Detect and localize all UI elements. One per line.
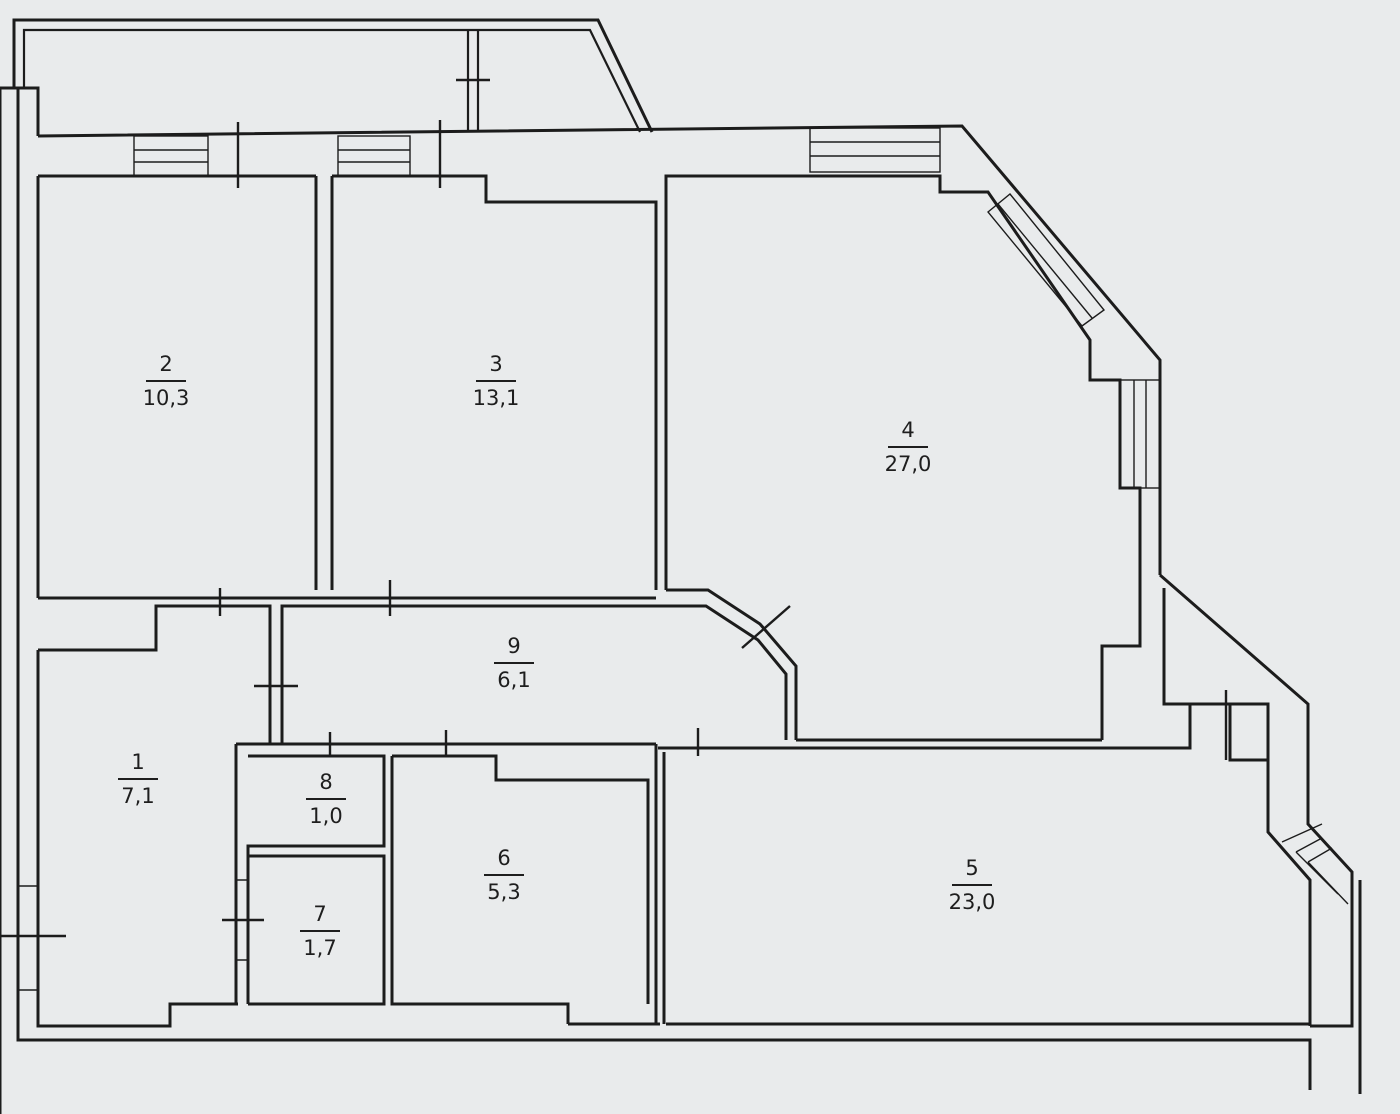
room-label-6: 6 5,3 <box>449 848 559 903</box>
room-number: 8 <box>319 770 333 794</box>
room-area: 5,3 <box>487 880 521 904</box>
room-number: 5 <box>965 856 979 880</box>
room-area: 1,0 <box>309 804 343 828</box>
label-divider <box>888 446 928 448</box>
room-label-5: 5 23,0 <box>917 858 1027 913</box>
outer-walls <box>0 86 1362 1114</box>
room-number: 2 <box>159 352 173 376</box>
window-room-4-diagonal <box>987 193 1106 327</box>
label-divider <box>306 798 346 800</box>
window-room-4-right <box>1119 379 1161 489</box>
balcony <box>12 18 654 133</box>
label-divider <box>494 662 534 664</box>
label-divider <box>484 874 524 876</box>
window-room-5-right <box>1281 823 1349 905</box>
room-area: 1,7 <box>303 936 337 960</box>
room-label-1: 1 7,1 <box>83 752 193 807</box>
internal-walls <box>38 176 1268 1024</box>
room-label-9: 9 6,1 <box>459 636 569 691</box>
room-area: 10,3 <box>142 386 190 410</box>
room-label-2: 2 10,3 <box>111 354 221 409</box>
room-label-4: 4 27,0 <box>853 420 963 475</box>
room-label-7: 7 1,7 <box>265 904 375 959</box>
room-label-3: 3 13,1 <box>441 354 551 409</box>
room-number: 1 <box>131 750 145 774</box>
label-divider <box>146 380 186 382</box>
window-room-4-top <box>809 127 941 173</box>
room-area: 13,1 <box>472 386 520 410</box>
window-room-3 <box>337 135 411 177</box>
room-number: 7 <box>313 902 327 926</box>
windows <box>133 127 1349 905</box>
room-number: 6 <box>497 846 511 870</box>
window-room-2 <box>133 135 209 177</box>
room-area: 6,1 <box>497 668 531 692</box>
room-number: 9 <box>507 634 521 658</box>
room-label-8: 8 1,0 <box>271 772 381 827</box>
doors <box>0 120 1228 991</box>
room-number: 3 <box>489 352 503 376</box>
room-area: 27,0 <box>884 452 932 476</box>
room-area: 7,1 <box>121 784 155 808</box>
label-divider <box>300 930 340 932</box>
label-divider <box>118 778 158 780</box>
room-area: 23,0 <box>948 890 996 914</box>
room-number: 4 <box>901 418 915 442</box>
label-divider <box>476 380 516 382</box>
label-divider <box>952 884 992 886</box>
